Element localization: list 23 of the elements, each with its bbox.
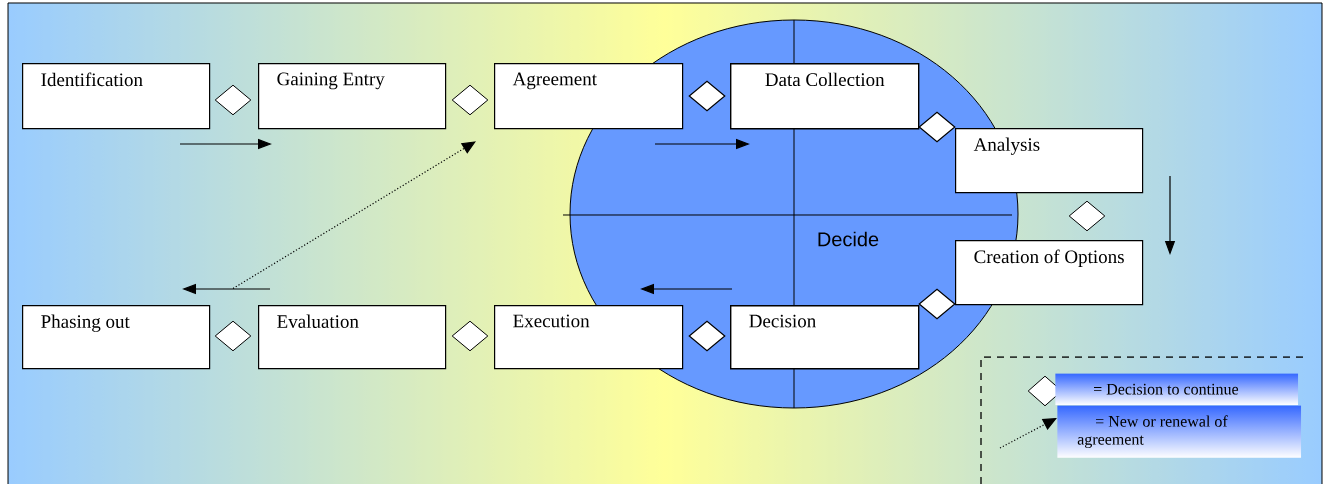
- decision-diamond: [918, 111, 956, 143]
- decision-diamond: [214, 320, 252, 352]
- process-box: Analysis: [955, 128, 1144, 194]
- process-box: Creation of Options: [955, 240, 1144, 306]
- process-box: Decision: [730, 305, 920, 370]
- decision-diamond: [918, 288, 956, 320]
- process-box: Agreement: [494, 63, 684, 130]
- decision-diamond: [451, 84, 489, 116]
- decision-diamond: [1068, 200, 1106, 232]
- decision-diamond: [688, 80, 726, 112]
- decision-diamond: [451, 320, 489, 352]
- legend-label: = Decision to continue: [1094, 383, 1239, 395]
- legend-label: = New or renewal of agreement: [1077, 415, 1228, 449]
- process-box: Phasing out: [22, 305, 211, 370]
- decision-diamond: [214, 84, 252, 116]
- decision-diamond: [688, 320, 726, 352]
- process-box: Evaluation: [258, 305, 447, 370]
- process-box: Identification: [22, 63, 211, 130]
- ellipse-label: Decide: [818, 231, 879, 247]
- process-box: Data Collection: [730, 63, 920, 130]
- process-box: Gaining Entry: [258, 63, 447, 130]
- arrow: [232, 141, 476, 290]
- process-box: Execution: [494, 305, 684, 370]
